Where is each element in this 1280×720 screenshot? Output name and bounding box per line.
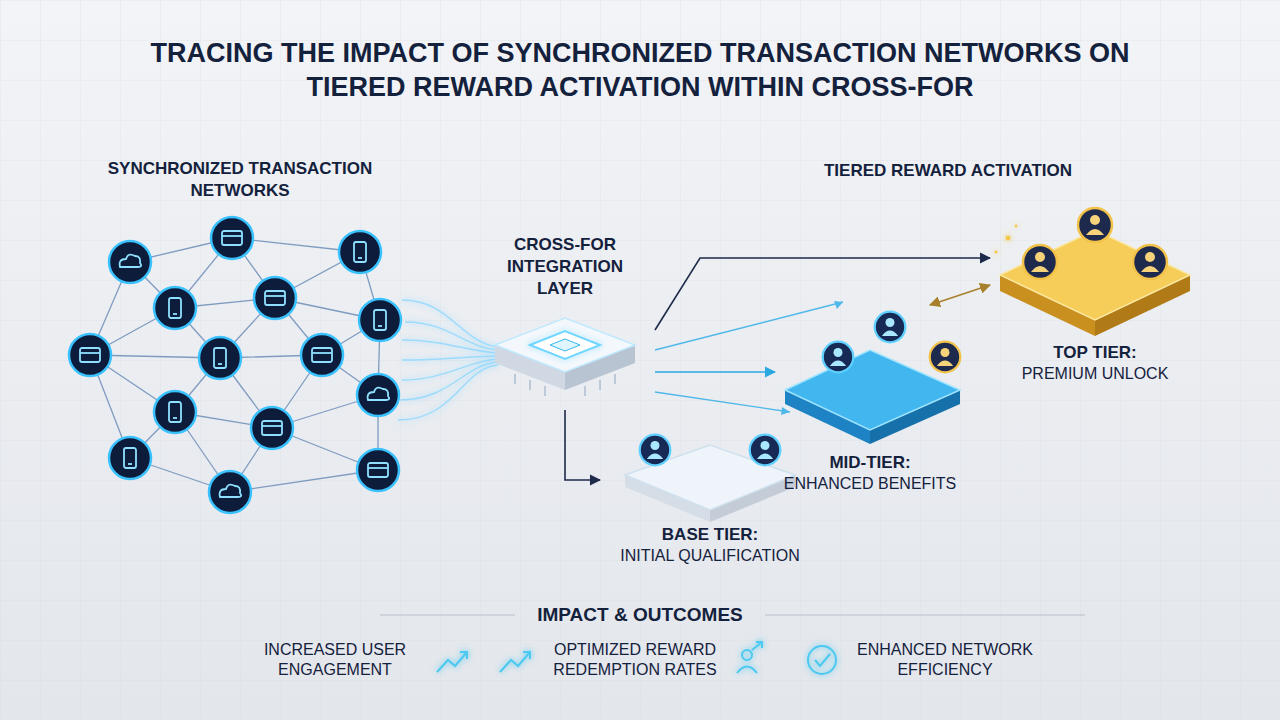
network-node [339,231,381,273]
platform-graphic [640,435,671,466]
outcome-icon [737,667,757,674]
network-flow [398,365,498,420]
outcome-icon [752,642,762,650]
outcome-icon [460,652,467,659]
title: TRACING THE IMPACT OF SYNCHRONIZED TRANS… [115,36,1165,104]
section-heading-slot: IMPACT & OUTCOMES [520,603,760,627]
network-node [69,217,401,513]
platform-graphic [1000,230,1190,320]
outcome-label-slot: INCREASED USER ENGAGEMENT [240,640,430,680]
network-node [69,334,111,376]
platform-graphic [1023,245,1057,279]
outcome-label-slot: OPTIMIZED REWARD REDEMPTION RATES [540,640,730,680]
network-node [359,299,401,341]
platform-graphic [823,342,854,373]
title-slot: TRACING THE IMPACT OF SYNCHRONIZED TRANS… [115,36,1165,104]
chip-graphic [515,374,615,396]
section-heading-slot: SYNCHRONIZED TRANSACTION NETWORKS [90,158,390,202]
platform-graphic [1133,245,1167,279]
connector-arrow [565,410,600,480]
outcome-icon [815,654,830,666]
network-links [90,238,380,492]
outcome-label: OPTIMIZED REWARD REDEMPTION RATES [540,640,730,680]
connector-arrow [655,258,990,330]
network-node [209,471,251,513]
node-body: ENHANCED BENEFITS [784,474,956,494]
section-heading: SYNCHRONIZED TRANSACTION NETWORKS [90,158,390,202]
flow-arrow [655,302,843,350]
chip-graphic [530,331,600,359]
network-node [211,217,253,259]
network-node [109,437,151,479]
tier-platform: TOP TIER:PREMIUM UNLOCK [990,170,1200,390]
network-flow [402,356,498,360]
flow-arrow [834,301,843,309]
chip-graphic [475,228,655,410]
network-node [251,407,293,449]
network-node [301,334,343,376]
tier-platform: BASE TIER:INITIAL QUALIFICATION [600,425,820,570]
outcome-icon [523,652,530,659]
node-body: PREMIUM UNLOCK [1022,364,1169,384]
outcome-icon [808,646,836,674]
chip-graphic [550,339,580,351]
connector-arrow [655,371,775,373]
outcome-icon [437,652,467,672]
network-node [154,391,196,433]
network-node [357,374,399,416]
network-node [109,241,151,283]
outcome-label-slot: ENHANCED NETWORK EFFICIENCY [845,640,1045,680]
network-flow [400,362,498,400]
platform-graphic [750,435,781,466]
flow-arrow [781,407,790,415]
network-links [90,238,380,492]
node-heading: CROSS-FOR INTEGRATION LAYER [483,234,647,300]
node-heading: MID-TIER: [829,452,910,474]
outcome-icon [742,650,752,660]
outcome-label: INCREASED USER ENGAGEMENT [240,640,430,680]
platform-graphic [930,342,961,373]
network-flow [402,340,498,353]
flow-arrow [655,392,790,412]
sparkle [994,250,997,253]
network-node [357,449,399,491]
chip-graphic [495,318,635,372]
network-node [154,287,196,329]
integration-layer: CROSS-FOR INTEGRATION LAYER [475,228,655,410]
network-flow [398,300,498,420]
sparkle [994,225,1017,254]
platform-graphic [875,312,906,343]
sparkle [1006,236,1011,241]
node-heading: TOP TIER: [1053,342,1136,364]
connector-arrow [930,285,990,305]
section-heading: TIERED REWARD ACTIVATION [798,160,1098,182]
sparkle [1015,225,1018,228]
node-body: INITIAL QUALIFICATION [620,546,800,566]
section-heading: IMPACT & OUTCOMES [520,603,760,627]
outcome-label: ENHANCED NETWORK EFFICIENCY [845,640,1045,680]
network-node [254,277,296,319]
node-heading: BASE TIER: [662,524,758,546]
platform-graphic [1078,208,1112,242]
tier-platform: MID-TIER:ENHANCED BENEFITS [775,305,965,500]
network-node [199,337,241,379]
section-heading-slot: TIERED REWARD ACTIVATION [798,160,1098,182]
outcome-icon [500,652,530,672]
